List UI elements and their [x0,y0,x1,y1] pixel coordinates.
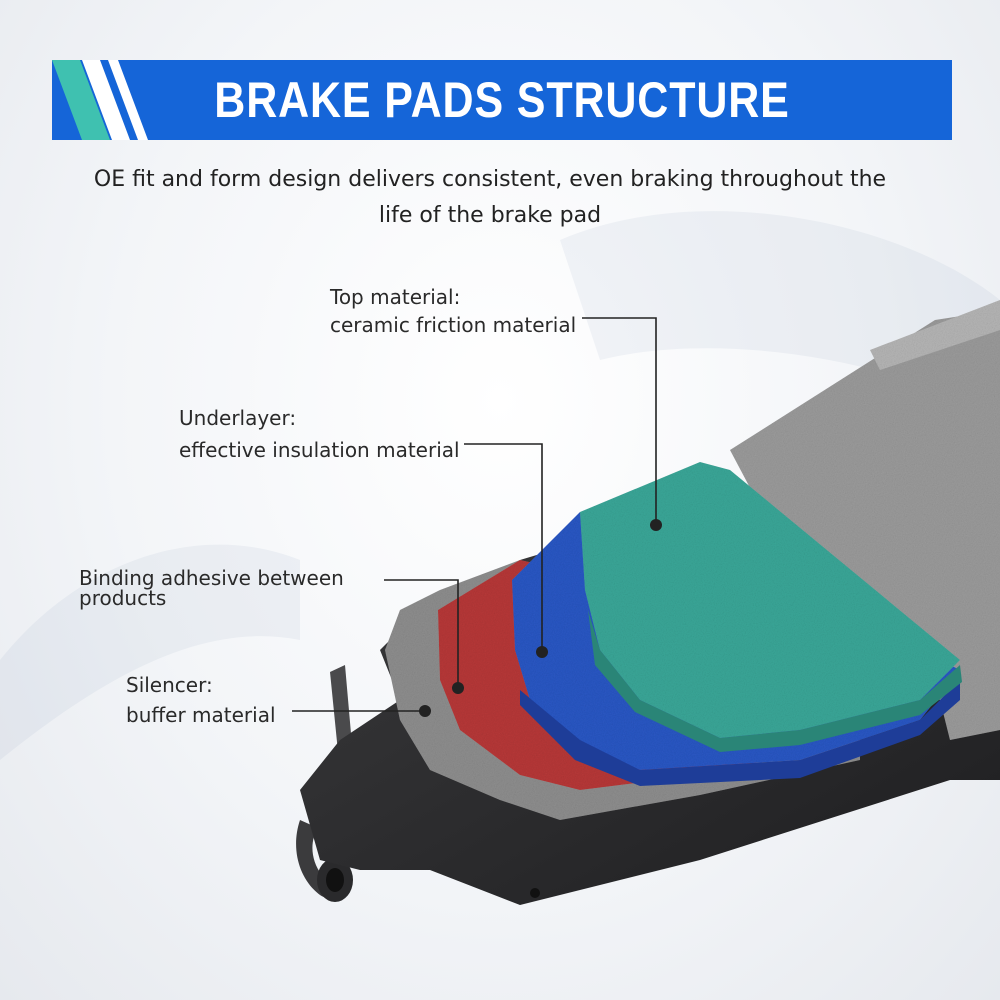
subtitle-line-1: OE fit and form design delivers consiste… [93,167,887,192]
marker-silencer [419,705,431,717]
friction-block-rear [730,310,1000,740]
layer-top-material [580,462,960,738]
banner-stripes-decoration [52,60,148,140]
wear-indicator-clip [296,665,353,902]
subtitle: OE fit and form design delivers consiste… [90,162,890,234]
top-material-edge [588,610,962,752]
label-silencer-name: Silencer: [126,673,213,697]
label-binding-adhesive: Binding adhesive between products [79,568,344,608]
label-binding-adhesive-desc: products [79,586,167,610]
label-binding-adhesive-name: Binding adhesive between [79,566,344,590]
marker-top-material [650,519,662,531]
friction-block-top-face [870,300,1000,370]
subtitle-line-2: life of the brake pad [378,203,602,228]
label-silencer-desc: buffer material [126,703,276,727]
title-banner: BRAKE PADS STRUCTURE [52,60,952,140]
underlayer-edge [520,680,960,786]
label-underlayer-desc: effective insulation material [179,438,460,462]
label-top-material: Top material: ceramic friction material [330,283,576,339]
label-underlayer: Underlayer: effective insulation materia… [179,403,460,467]
plate-rivet-hole [530,888,540,898]
marker-underlayer [536,646,548,658]
label-underlayer-name: Underlayer: [179,406,297,430]
page-title: BRAKE PADS STRUCTURE [214,72,790,128]
label-silencer: Silencer: buffer material [126,670,276,730]
label-top-material-desc: ceramic friction material [330,313,577,337]
marker-binding-adhesive [452,682,464,694]
label-top-material-name: Top material: [330,285,461,309]
